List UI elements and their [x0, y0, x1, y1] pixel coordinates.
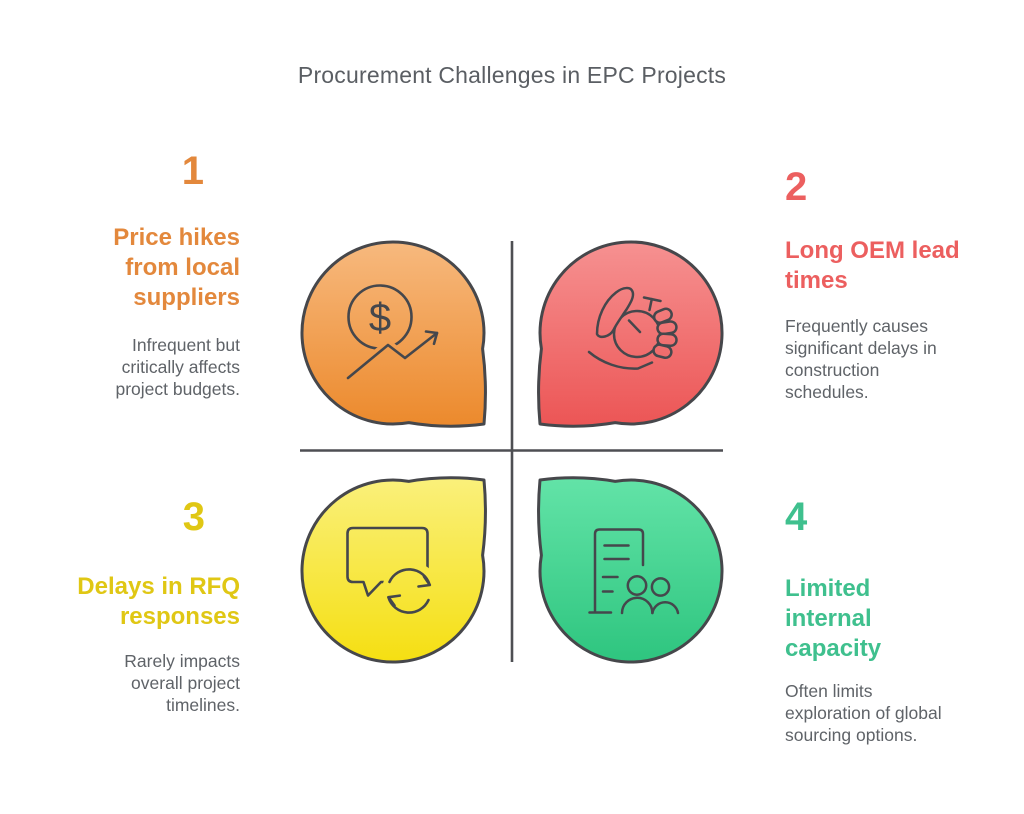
trend-arrowhead	[424, 330, 439, 346]
person-head-left	[626, 575, 648, 596]
oem-lead-times-bubble	[537, 240, 724, 428]
quadrant-4-number: 4	[785, 495, 808, 539]
person-head-right	[650, 577, 671, 597]
refresh-arrowhead-bottom	[387, 594, 402, 607]
quadrant-3-description: Rarely impacts overall project timelines…	[124, 651, 240, 715]
quadrant-3-number: 3	[182, 495, 205, 539]
stopwatch-crown	[642, 296, 662, 312]
internal-capacity-bubble	[537, 476, 724, 664]
hand-stopwatch-icon	[587, 286, 678, 370]
quadrant-1-description: Infrequent but critically affects projec…	[115, 335, 240, 399]
quadrant-1-number: 1	[181, 149, 204, 193]
dollar-sign: $	[369, 296, 391, 340]
stopwatch-hand	[627, 319, 642, 334]
rfq-responses-bubble	[300, 476, 487, 664]
quadrant-2-description: Frequently causes significant delays in …	[785, 316, 937, 402]
quadrant-2-number: 2	[785, 165, 808, 209]
price-hikes-bubble: $	[300, 240, 487, 428]
chat-refresh-icon	[346, 526, 440, 620]
quadrant-1-heading: Price hikes from local suppliers	[113, 224, 240, 311]
quadrant-4-heading: Limited internal capacity	[785, 575, 882, 662]
fist-fingers	[652, 307, 678, 360]
document-text-lines	[601, 544, 630, 593]
dollar-growth-icon: $	[343, 284, 442, 383]
quadrant-3-heading: Delays in RFQ responses	[77, 573, 240, 630]
document-team-icon	[588, 528, 680, 615]
document-outline	[593, 528, 645, 614]
page-title: Procurement Challenges in EPC Projects	[297, 62, 727, 88]
chat-message-box	[346, 526, 429, 597]
trend-line	[346, 331, 439, 380]
speech-bubble-red	[537, 240, 724, 428]
speech-bubble-green	[537, 476, 724, 664]
refresh-arrowhead-top	[417, 575, 432, 588]
person-body-right	[651, 601, 680, 615]
speech-bubble-orange	[300, 240, 487, 428]
palm-line	[587, 350, 654, 370]
thumb	[595, 286, 635, 339]
quadrant-4-description: Often limits exploration of global sourc…	[785, 681, 942, 745]
person-body-left	[620, 596, 654, 615]
quadrant-2-heading: Long OEM lead times	[785, 237, 960, 294]
